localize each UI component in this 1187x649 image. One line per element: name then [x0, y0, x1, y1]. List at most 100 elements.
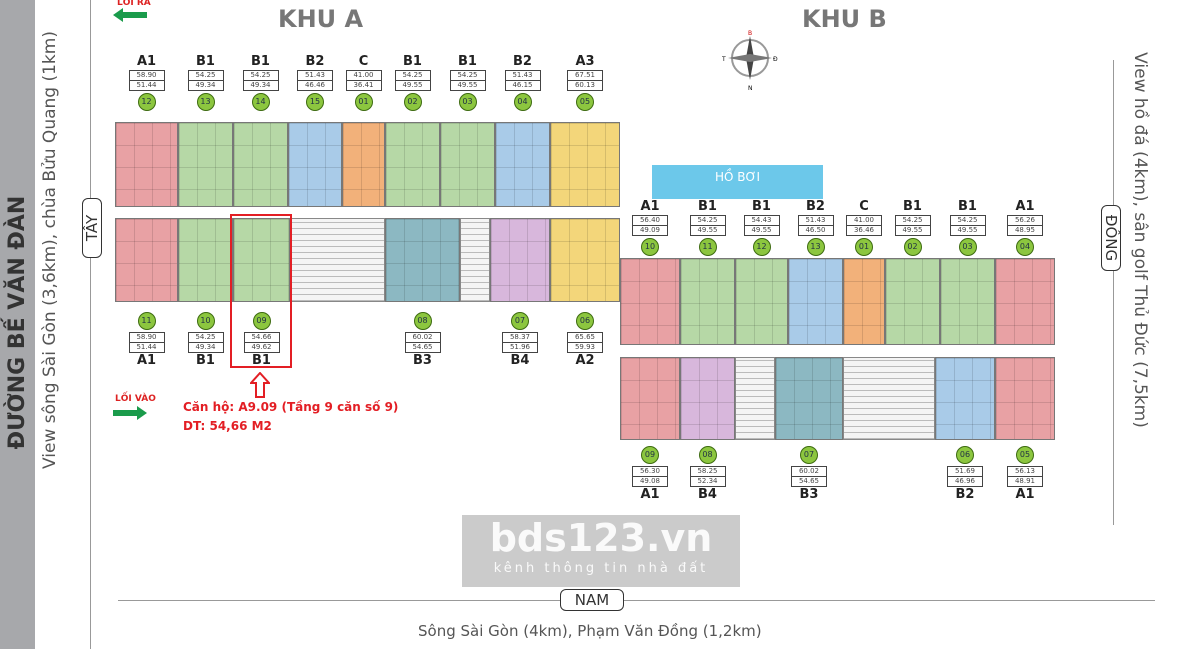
unit-number: 05 — [1016, 446, 1034, 464]
entrance-arrow-icon — [113, 406, 147, 420]
unit-number: 12 — [752, 238, 771, 256]
khu_a-unit-13[interactable] — [178, 122, 233, 207]
khu_b-unit-08[interactable] — [680, 357, 735, 440]
unit-type: B2 — [806, 199, 825, 214]
khu_b-unit-05[interactable] — [995, 357, 1055, 440]
khu_a-unit-14[interactable] — [233, 122, 288, 207]
khu_a-unit-12[interactable] — [115, 122, 178, 207]
khu_a-unit-04[interactable] — [495, 122, 550, 207]
khu_a-unit-08[interactable] — [385, 218, 460, 302]
khu_a-unit-11[interactable] — [115, 218, 178, 302]
khu_b-unit-13[interactable] — [788, 258, 843, 345]
unit-number: 07 — [800, 446, 818, 464]
note-unit: Căn hộ: A9.09 (Tầng 9 căn số 9) — [183, 400, 399, 414]
khu_b-unit-12[interactable] — [735, 258, 788, 345]
khu_b-unit-07[interactable] — [775, 357, 843, 440]
unit-number: 08 — [413, 312, 432, 330]
note-area: DT: 54,66 M2 — [183, 419, 272, 433]
unit-number: 04 — [513, 93, 532, 111]
unit-type: A1 — [136, 54, 157, 69]
entrance-label: LỐI VÀO — [115, 394, 156, 404]
compass-north: B — [748, 30, 752, 37]
unit-number: 08 — [698, 446, 717, 464]
unit-type: A1 — [1015, 487, 1035, 502]
unit-number: 07 — [511, 312, 529, 330]
unit-type: B2 — [305, 54, 325, 69]
unit-type: C — [859, 199, 869, 214]
stair-elevator-core — [843, 357, 935, 440]
unit-type: B1 — [251, 54, 270, 69]
unit-type: B1 — [196, 353, 215, 368]
khu_a-unit-15[interactable] — [288, 122, 342, 207]
unit-number: 06 — [956, 446, 974, 464]
road-name: ĐƯỜNG BẾ VĂN ĐÀN — [5, 195, 30, 450]
exit-label: LỐI RA — [117, 0, 151, 8]
exit-arrow-icon — [113, 8, 147, 22]
stair-elevator-core — [290, 218, 385, 302]
khu_b-unit-02[interactable] — [885, 258, 940, 345]
khu_a-unit-05[interactable] — [550, 122, 620, 207]
up-arrow-icon — [250, 372, 270, 398]
unit-type: A3 — [575, 54, 595, 69]
khu_b-unit-03[interactable] — [940, 258, 995, 345]
khu_b-unit-04[interactable] — [995, 258, 1055, 345]
unit-type: B1 — [698, 199, 717, 214]
unit-type: B1 — [458, 54, 477, 69]
unit-type: B1 — [403, 54, 422, 69]
unit-number: 11 — [698, 238, 717, 256]
stair-elevator-core — [735, 357, 775, 440]
khu_b-unit-09[interactable] — [620, 357, 680, 440]
divider — [1113, 60, 1114, 525]
khu_b-unit-11[interactable] — [680, 258, 735, 345]
khu_b-unit-06[interactable] — [935, 357, 995, 440]
unit-number: 15 — [306, 93, 324, 111]
khu_a-unit-06[interactable] — [550, 218, 620, 302]
khu_a-unit-07[interactable] — [490, 218, 550, 302]
unit-note: Căn hộ: A9.09 (Tầng 9 căn số 9) DT: 54,66… — [183, 398, 398, 436]
watermark-main: bds123.vn — [489, 516, 713, 560]
unit-number: 03 — [458, 93, 477, 111]
road-strip — [0, 0, 35, 649]
unit-number: 01 — [354, 93, 373, 111]
khu_a-unit-02[interactable] — [385, 122, 440, 207]
unit-type: C — [358, 54, 369, 69]
unit-type: B4 — [698, 487, 717, 502]
unit-number: 11 — [137, 312, 156, 330]
khu_b-unit-10[interactable] — [620, 258, 680, 345]
khu_a-unit-03[interactable] — [440, 122, 495, 207]
unit-number: 09 — [641, 446, 659, 464]
khu_b-unit-01[interactable] — [843, 258, 885, 345]
khu_a-unit-01[interactable] — [342, 122, 385, 207]
unit-number: 14 — [251, 93, 270, 111]
khu_a-unit-10[interactable] — [178, 218, 233, 302]
south-view-text: Sông Sài Gòn (4km), Phạm Văn Đồng (1,2km… — [418, 622, 762, 640]
khu_a-unit-09[interactable] — [233, 218, 290, 302]
east-view-text: View hồ đá (4km), sân golf Thủ Đức (7,5k… — [1130, 52, 1150, 428]
